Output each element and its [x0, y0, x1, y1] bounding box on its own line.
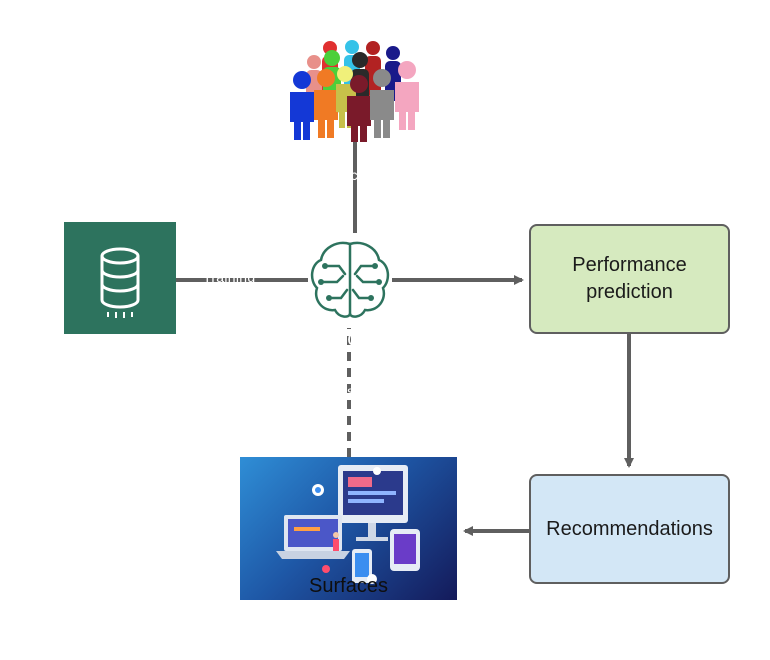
- node-label-data-store: latest 30 days data: [58, 342, 184, 388]
- node-label-performance: Performance prediction: [572, 254, 687, 303]
- people-group-icon: [290, 40, 419, 142]
- brain-circuit-icon: [310, 241, 390, 318]
- node-label-model: ML model: [296, 328, 388, 350]
- edge-surfaces-to-model-arrowhead: [343, 318, 355, 328]
- surfaces-panel: Surfaces: [240, 457, 457, 600]
- edge-label-data-to-model: Training: [203, 269, 256, 285]
- devices-illustration: [276, 465, 420, 584]
- edge-label-population-to-model: Interaction: [313, 167, 382, 183]
- recommendations-box: Recommendations: [529, 474, 730, 584]
- node-label-recommendations: Recommendations: [546, 517, 713, 540]
- node-label-population: Digital population: [443, 76, 606, 98]
- data-store-tile: [64, 222, 176, 334]
- performance-prediction-box: Performance prediction: [529, 224, 730, 334]
- edge-label-surfaces-to-model: Inferences: [286, 383, 355, 399]
- database-icon: [100, 247, 140, 318]
- node-label-surfaces: Surfaces: [309, 575, 388, 597]
